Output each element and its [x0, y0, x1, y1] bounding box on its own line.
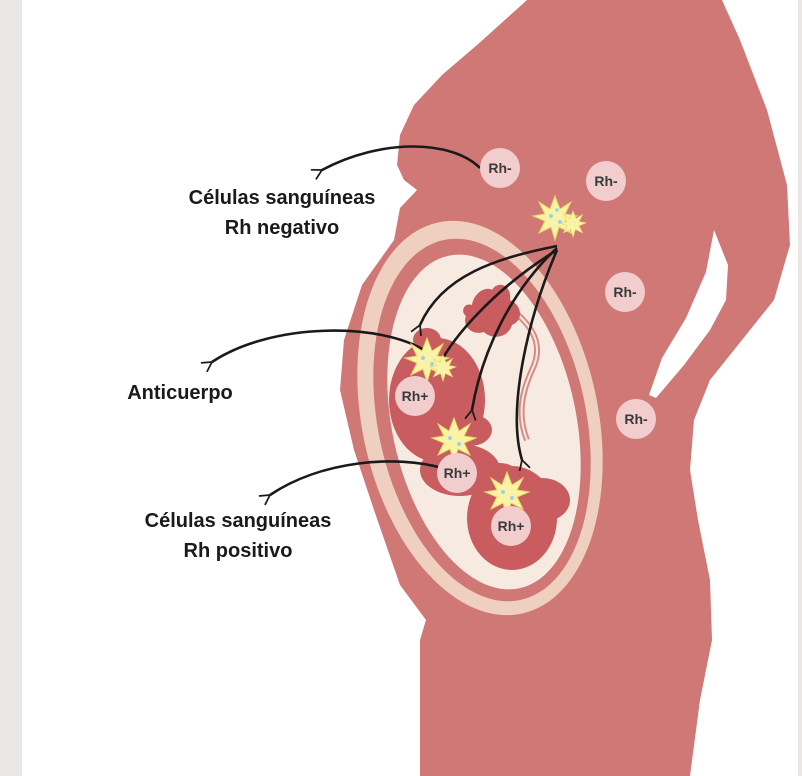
label-rh-negative-line1: Células sanguíneas: [162, 183, 402, 213]
svg-text:Rh-: Rh-: [624, 411, 648, 427]
rh-negative-cell: Rh-: [480, 148, 520, 188]
svg-text:Rh+: Rh+: [444, 465, 471, 481]
rh-negative-cell: Rh-: [616, 399, 656, 439]
label-antibody: Anticuerpo: [110, 378, 250, 408]
svg-text:Rh-: Rh-: [613, 284, 637, 300]
rh-negative-cell: Rh-: [586, 161, 626, 201]
svg-text:Rh-: Rh-: [594, 173, 618, 189]
label-rh-positive-line2: Rh positivo: [118, 536, 358, 566]
rh-negative-cell: Rh-: [605, 272, 645, 312]
diagram-canvas: Rh- Rh- Rh- Rh- Rh+ Rh+: [22, 0, 798, 776]
label-rh-negative-cells: Células sanguíneas Rh negativo: [162, 183, 402, 243]
rh-positive-cell: Rh+: [395, 376, 435, 416]
label-rh-positive-line1: Células sanguíneas: [118, 506, 358, 536]
rh-positive-cell: Rh+: [437, 453, 477, 493]
svg-text:Rh+: Rh+: [498, 518, 525, 534]
label-antibody-line1: Anticuerpo: [110, 378, 250, 408]
svg-text:Rh-: Rh-: [488, 160, 512, 176]
label-rh-negative-line2: Rh negativo: [162, 213, 402, 243]
rh-positive-cell: Rh+: [491, 506, 531, 546]
label-rh-positive-cells: Células sanguíneas Rh positivo: [118, 506, 358, 566]
svg-text:Rh+: Rh+: [402, 388, 429, 404]
